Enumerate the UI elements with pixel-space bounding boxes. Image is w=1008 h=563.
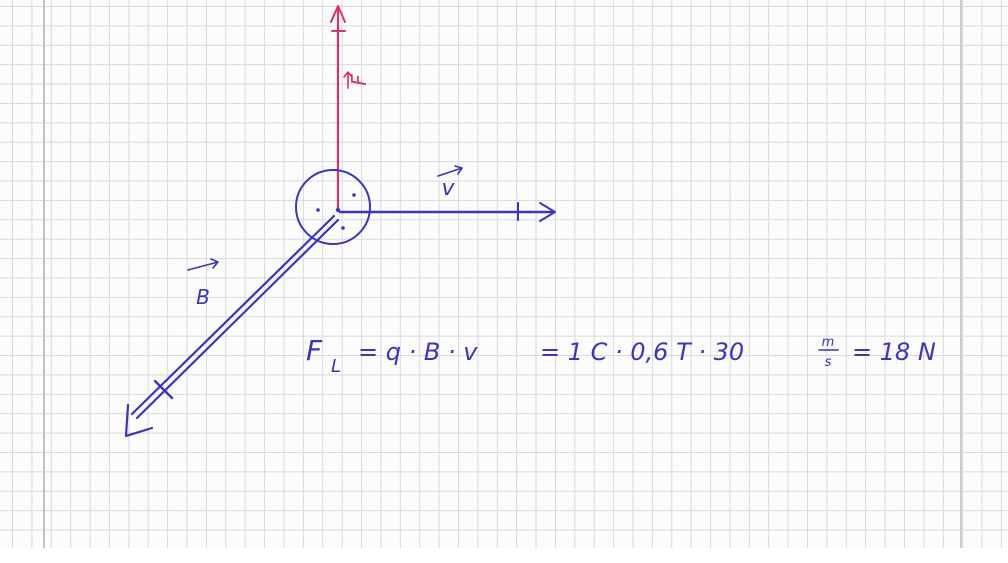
velocity-label-arrow-icon: [437, 165, 463, 177]
force-label-arrow-icon: [343, 71, 353, 89]
velocity-label: v: [437, 165, 463, 201]
field-label-text: B: [196, 285, 210, 309]
field-label-arrow-icon: [187, 258, 219, 271]
formula-rhs-numeric: = 1 C · 0,6 T · 30: [540, 338, 744, 366]
formula-unit-denominator: s: [825, 355, 832, 370]
formula-lhs-subscript: L: [331, 356, 341, 377]
velocity-label-text: v: [441, 176, 455, 201]
formula-unit-numerator: m: [822, 335, 835, 350]
field-vector: [124, 214, 340, 438]
margin-line-right: [960, 0, 962, 550]
formula-result: = 18 N: [852, 338, 936, 366]
formula-rhs-symbolic: = q · B · v: [358, 338, 478, 366]
force-vector: [330, 5, 346, 212]
margin-line-left: [43, 0, 45, 550]
charge-symbol: [295, 169, 371, 245]
field-label: B: [187, 258, 219, 309]
force-label-text: F: [347, 74, 371, 86]
velocity-vector: [338, 202, 556, 222]
page-bottom-edge: [0, 548, 1008, 563]
lorentz-formula: F L = q · B · v = 1 C · 0,6 T · 30 m s =…: [306, 334, 936, 377]
formula-lhs-symbol: F: [306, 334, 323, 367]
force-label: F: [343, 71, 371, 89]
